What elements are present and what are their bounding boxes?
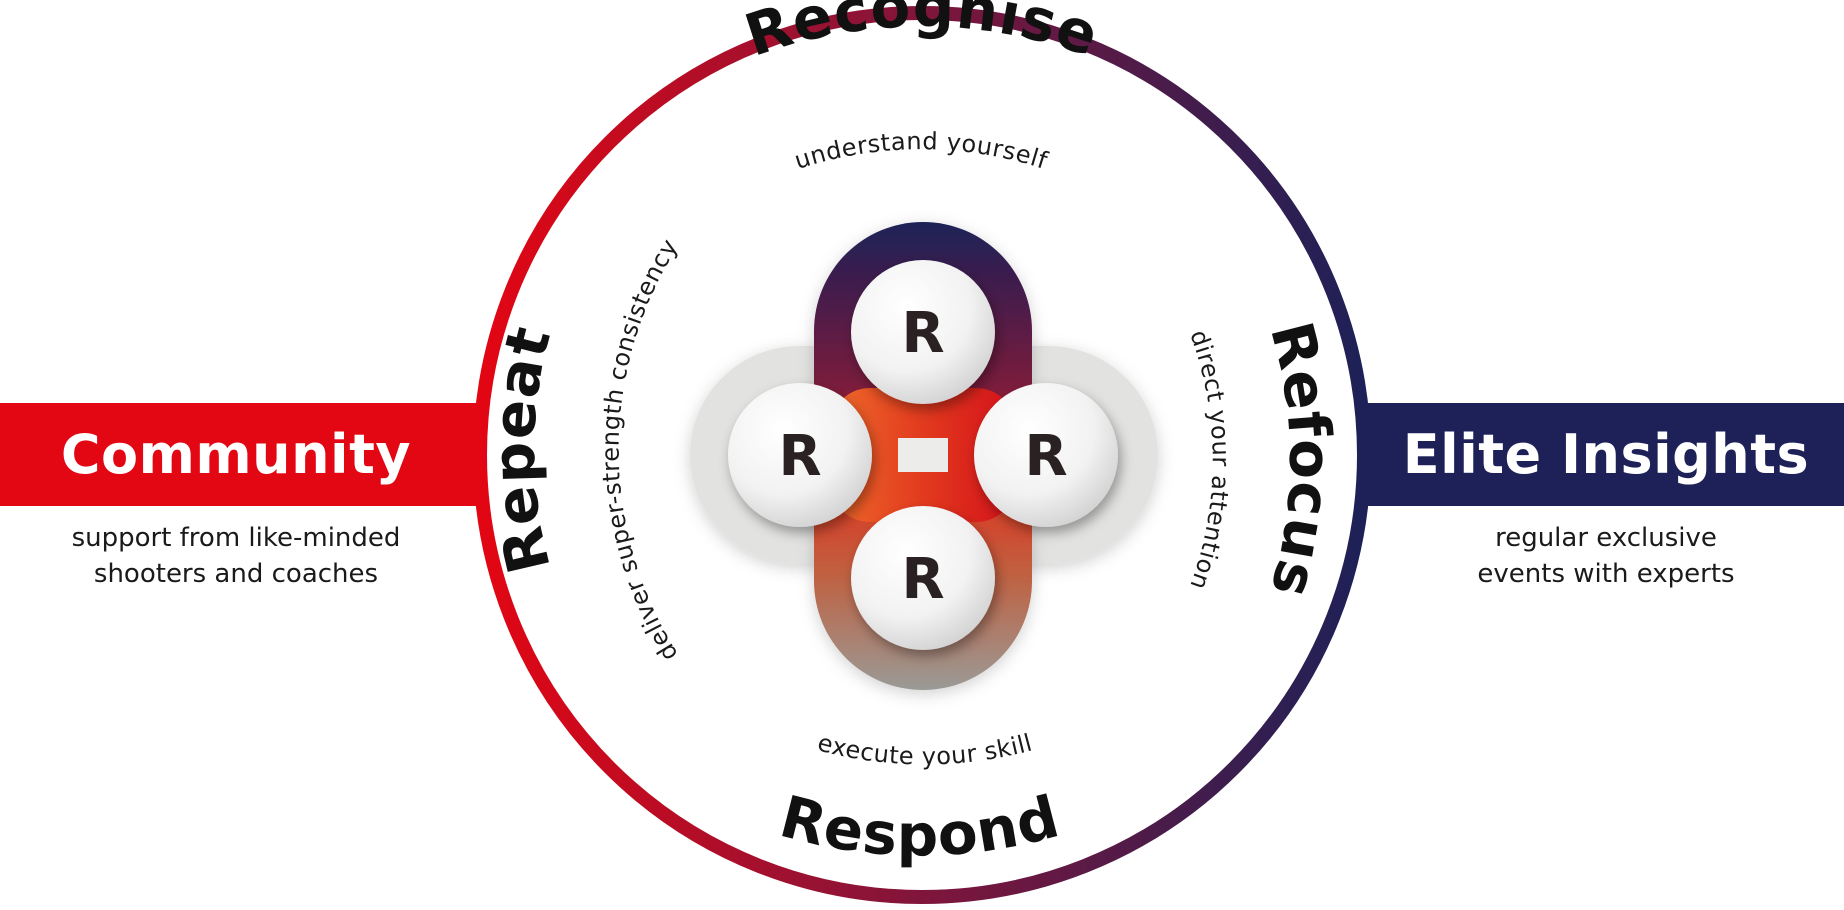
bead-right [974,383,1118,527]
bead-right-letter: R [1024,424,1067,489]
elite-insights-band-bar [1354,403,1844,506]
elite-insights-band: Elite Insights regular exclusive events … [1354,403,1844,589]
bead-bottom [851,506,995,650]
bead-top-letter: R [901,301,944,366]
community-label: Community [61,423,411,486]
center-cross: R R R R [690,222,1158,690]
elite-insights-label: Elite Insights [1403,423,1809,486]
elite-insights-description-line-2: events with experts [1477,559,1734,589]
bead-left [728,383,872,527]
bead-bottom-letter: R [901,547,944,612]
bead-top [851,260,995,404]
bead-left-letter: R [778,424,821,489]
community-band-bar [0,403,490,506]
center-hollow [898,438,948,472]
community-band: Community support from like-minded shoot… [0,403,490,589]
community-description-line-1: support from like-minded [72,523,401,553]
community-description-line-2: shooters and coaches [94,559,378,589]
elite-insights-description-line-1: regular exclusive [1495,523,1717,553]
